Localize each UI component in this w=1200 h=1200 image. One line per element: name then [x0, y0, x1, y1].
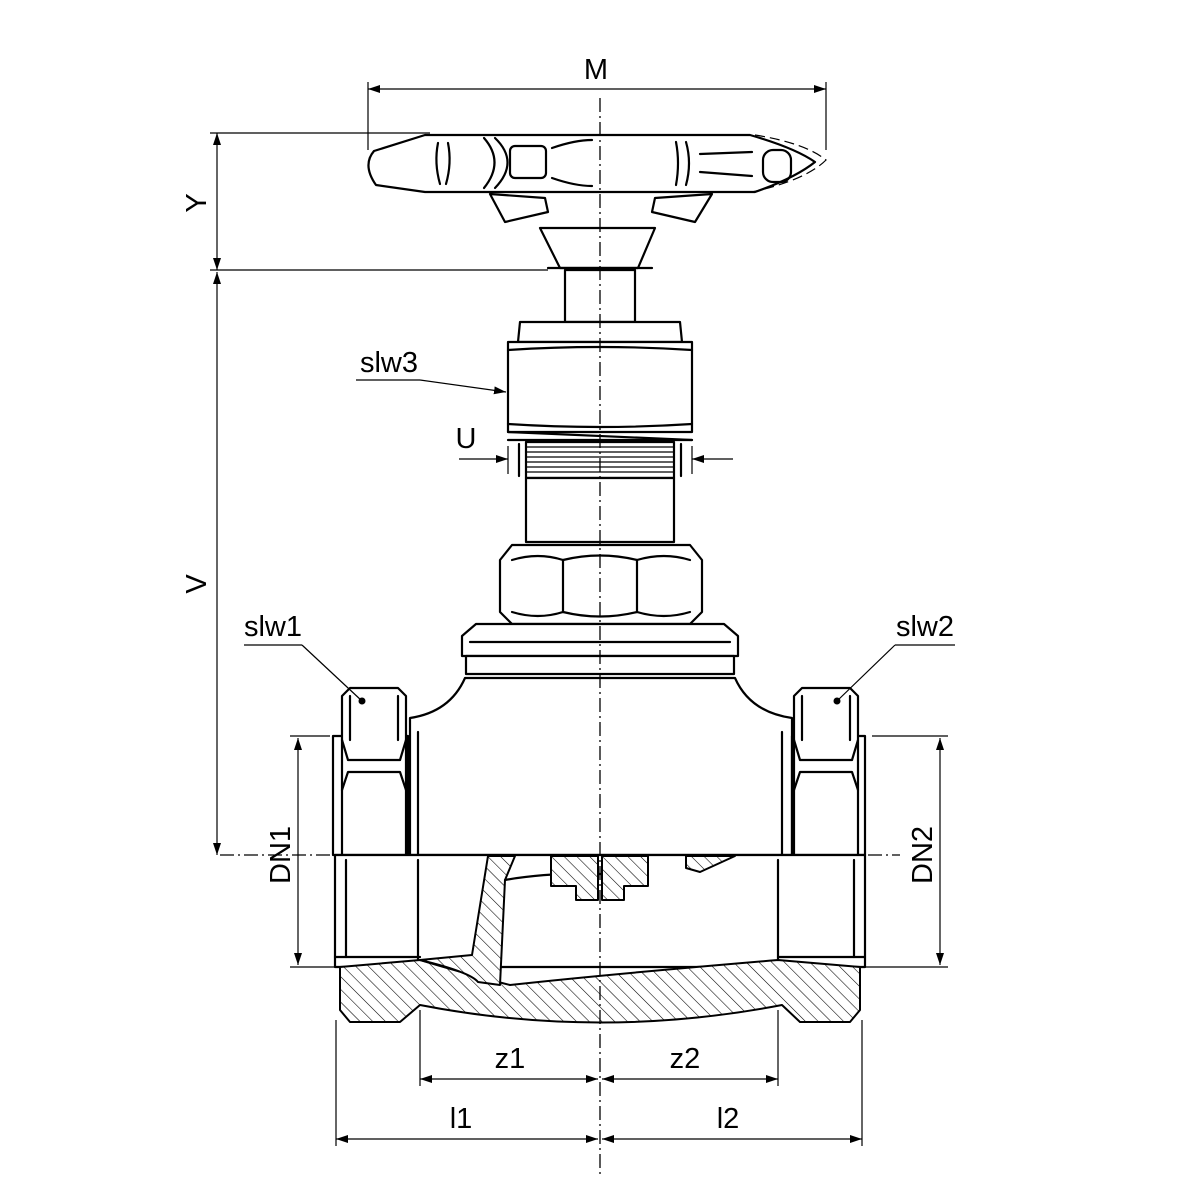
handwheel-grip — [761, 148, 793, 184]
label-l2: l2 — [717, 1103, 740, 1135]
dimension-V: V — [181, 272, 221, 855]
label-l1: l1 — [450, 1103, 473, 1135]
leader-slw2: slw2 — [836, 611, 955, 702]
label-M: M — [584, 54, 608, 86]
valve-body — [408, 676, 794, 857]
dimension-M: M — [367, 54, 827, 150]
dimension-l2: l2 — [602, 1020, 863, 1146]
handwheel-square-bore — [508, 144, 548, 180]
leader-slw1: slw1 — [244, 611, 363, 702]
dimension-U: U — [456, 423, 733, 474]
label-slw1: slw1 — [244, 611, 302, 643]
bonnet-flange — [460, 622, 740, 676]
dimension-DN2: DN2 — [865, 735, 948, 968]
dimension-z1: z1 — [419, 1010, 598, 1086]
dimension-l1: l1 — [335, 1020, 598, 1146]
inlet-end — [331, 686, 410, 857]
outlet-end — [790, 686, 867, 857]
label-DN1: DN1 — [265, 826, 297, 884]
handwheel — [367, 133, 827, 270]
label-slw2: slw2 — [896, 611, 954, 643]
label-z1: z1 — [495, 1043, 526, 1075]
label-slw3: slw3 — [360, 347, 418, 379]
leader-slw3: slw3 — [356, 347, 507, 395]
label-V: V — [181, 574, 213, 594]
label-U: U — [456, 423, 477, 455]
label-z2: z2 — [670, 1043, 701, 1075]
dimension-Y: Y — [181, 132, 548, 271]
bonnet-hex — [498, 543, 704, 626]
label-DN2: DN2 — [907, 826, 939, 884]
dimension-DN1: DN1 — [265, 735, 335, 968]
dimension-z2: z2 — [602, 1010, 779, 1086]
label-Y: Y — [181, 193, 213, 212]
